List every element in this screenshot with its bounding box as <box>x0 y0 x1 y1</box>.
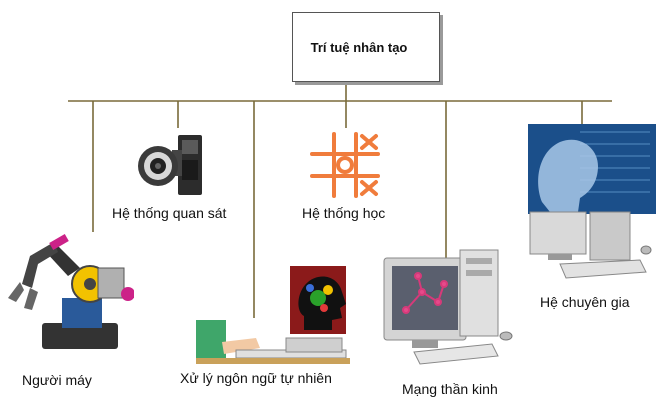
root-label: Trí tuệ nhân tạo <box>310 39 408 55</box>
label-expert: Hệ chuyên gia <box>540 294 630 310</box>
label-robot: Người máy <box>22 372 92 388</box>
robot-arm-icon <box>8 234 134 349</box>
computer-molecule-icon <box>383 249 513 365</box>
computer-brain-icon <box>528 124 656 279</box>
camera-sensor-icon <box>138 135 202 195</box>
label-vision: Hệ thống quan sát <box>112 205 227 221</box>
head-typing-icon <box>196 266 350 364</box>
label-nlp: Xử lý ngôn ngữ tự nhiên <box>180 370 332 386</box>
tic-tac-toe-icon <box>310 132 380 198</box>
label-learning: Hệ thống học <box>302 205 386 221</box>
label-neural: Mạng thần kinh <box>402 381 498 397</box>
root-node: Trí tuệ nhân tạo <box>292 12 440 82</box>
